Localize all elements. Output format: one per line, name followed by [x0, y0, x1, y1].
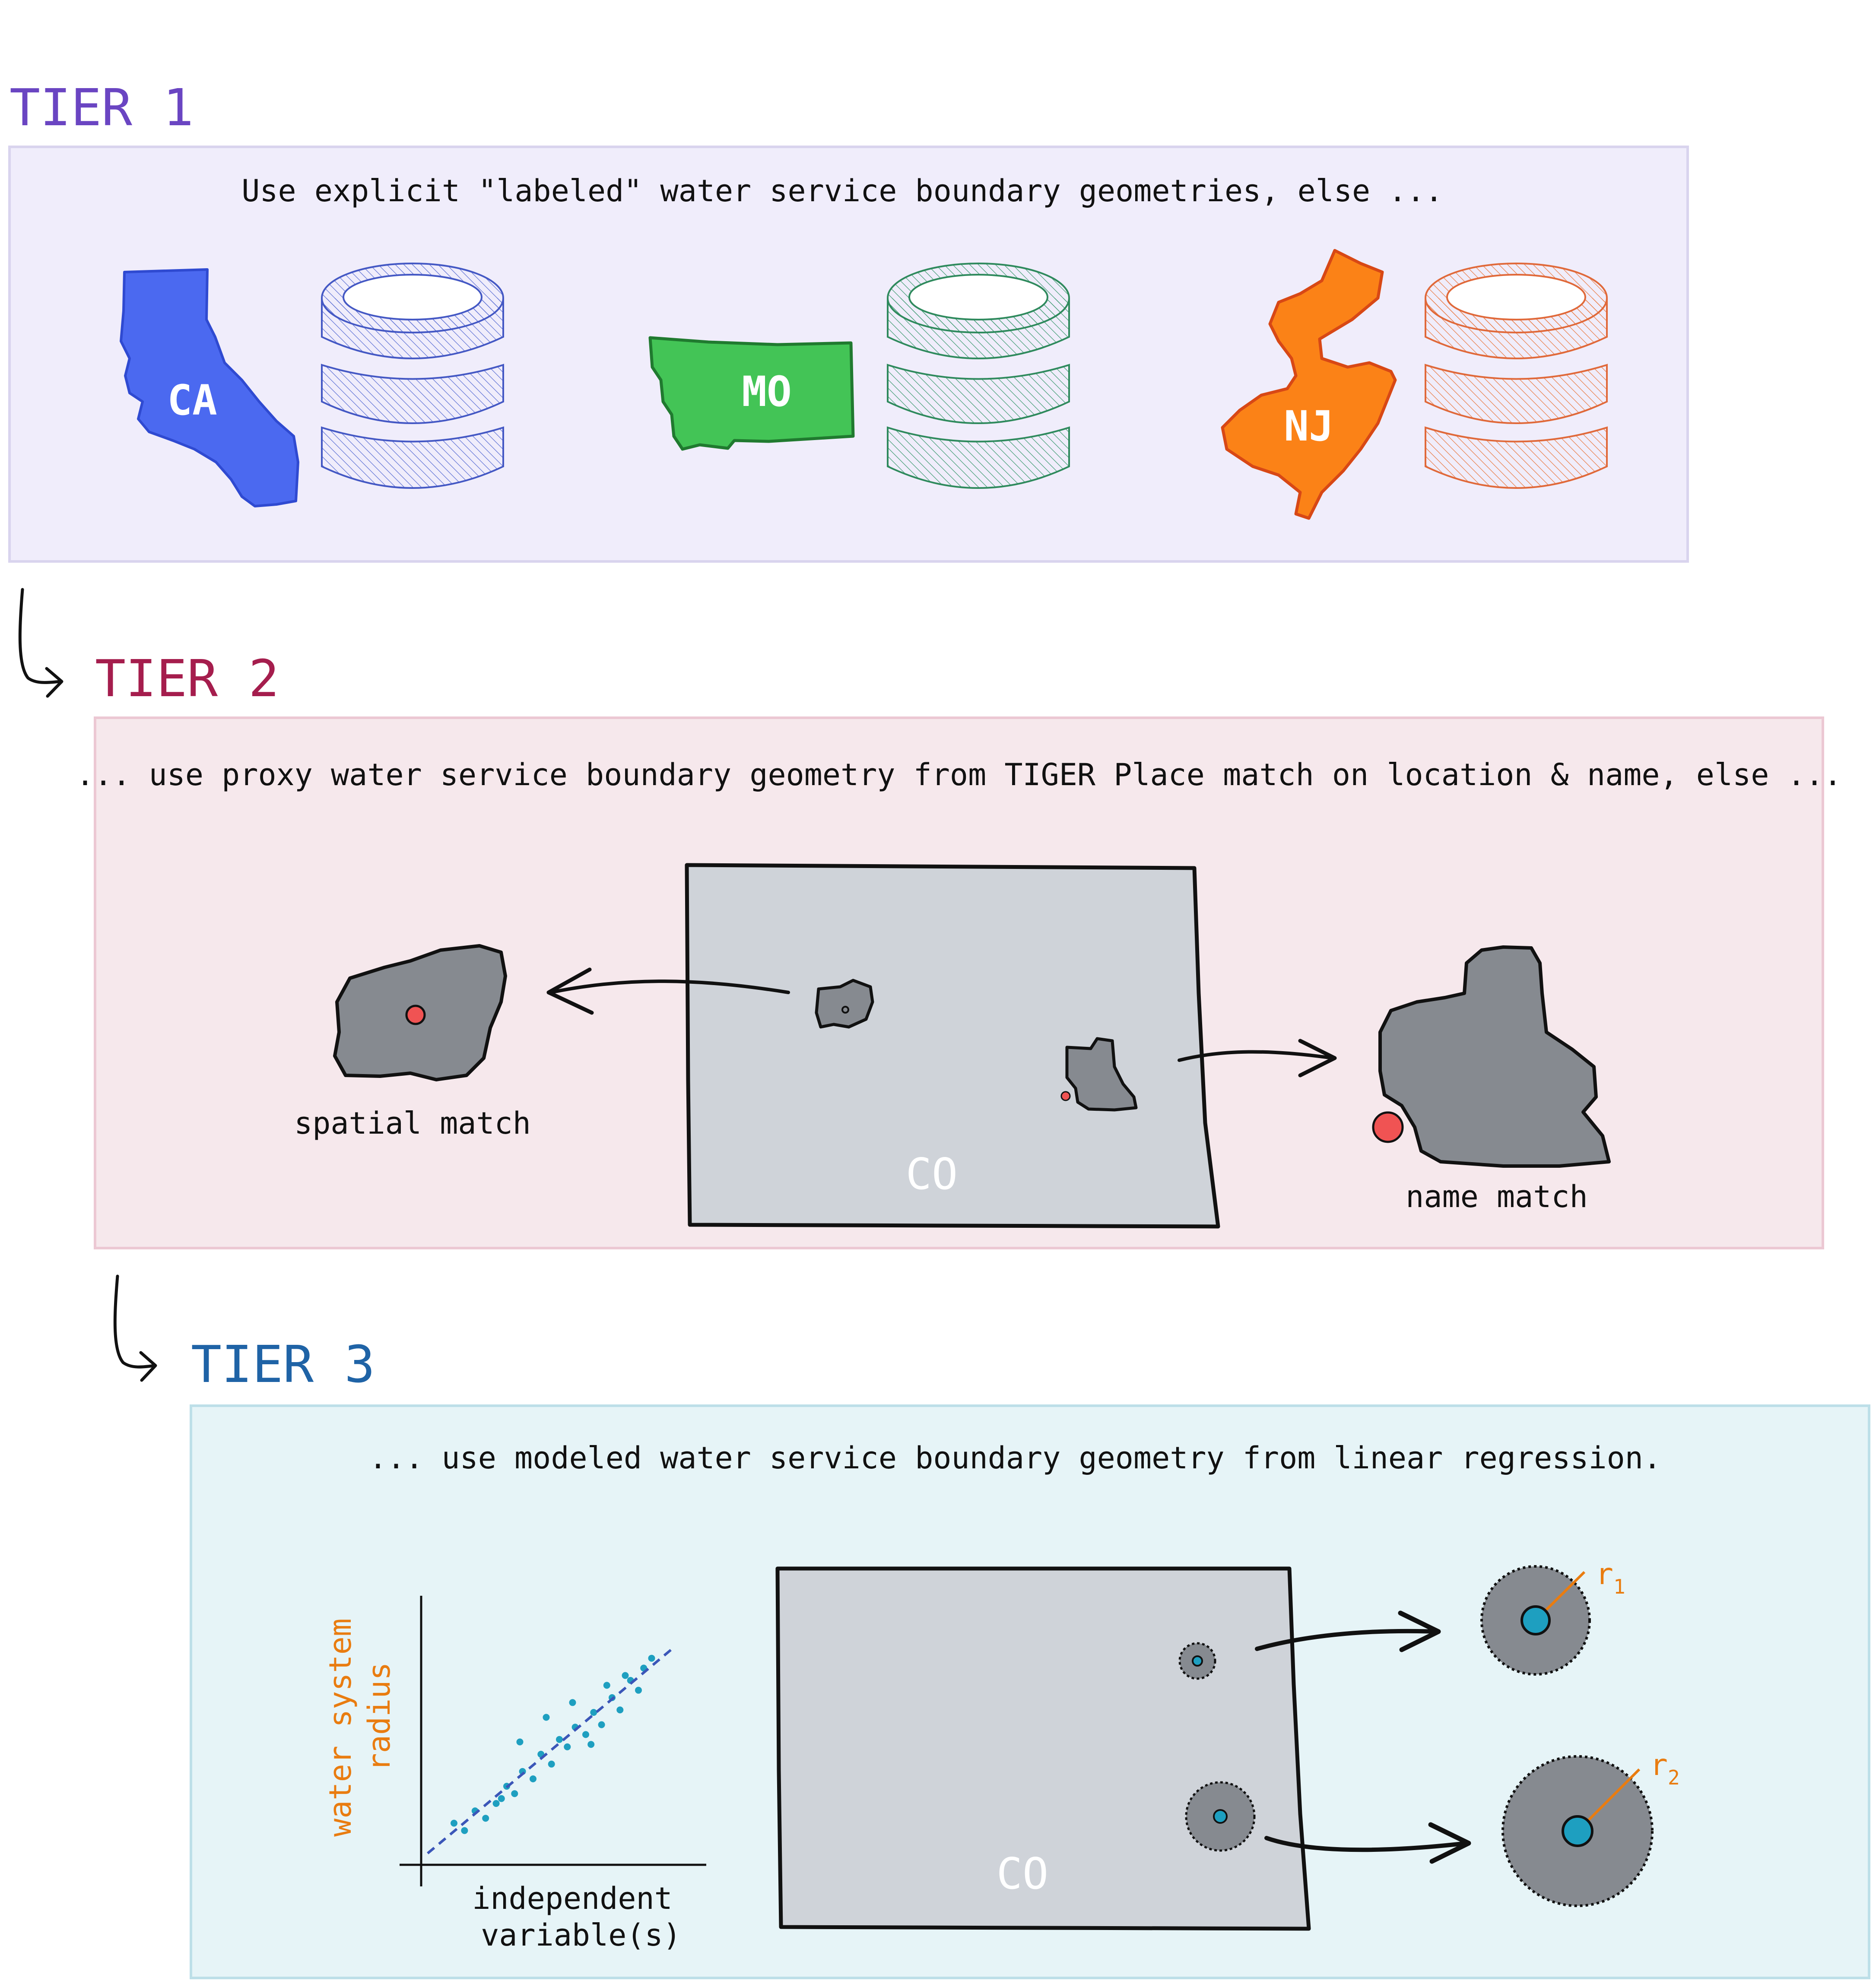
tier-1-to-2-arrowhead — [45, 667, 63, 698]
scatter-point — [530, 1775, 536, 1782]
tier-2-section: TIER 2 ... use proxy water service bound… — [76, 649, 1842, 1249]
tier-3-section: TIER 3 ... use modeled water service bou… — [190, 1334, 1870, 1979]
scatter-point — [543, 1714, 550, 1721]
mo-database-icon — [887, 263, 1070, 489]
montana-shape-icon — [648, 336, 855, 451]
tier-2-to-3-arrow — [113, 1274, 156, 1369]
spatial-match-arrowhead — [546, 967, 594, 1015]
tier-3-description: ... use modeled water service boundary g… — [369, 1440, 1661, 1476]
nj-database-icon — [1425, 263, 1608, 489]
spatial-source-point — [841, 1006, 849, 1014]
scatter-point — [635, 1686, 642, 1694]
scatter-point — [482, 1815, 489, 1822]
scatter-point — [622, 1672, 629, 1679]
tier-3-co-label: CO — [997, 1848, 1048, 1899]
tier-1-to-2-arrow — [18, 588, 62, 684]
scatter-point — [516, 1738, 524, 1746]
scatter-point — [564, 1743, 571, 1750]
ca-database-icon — [321, 263, 504, 489]
name-source-blob — [1065, 1037, 1138, 1112]
buffer-1-arrow — [1255, 1629, 1438, 1651]
y-axis-label-line1: water system — [323, 1618, 358, 1837]
tier-1-section: TIER 1 Use explicit "labeled" water serv… — [8, 78, 1689, 563]
x-axis-label-line1: independent — [472, 1881, 673, 1916]
buffer-2-arrow — [1264, 1836, 1469, 1852]
tier-2-title: TIER 2 — [95, 649, 279, 708]
mo-label: MO — [742, 368, 792, 416]
nj-label: NJ — [1284, 402, 1334, 450]
small-buffer-1-point — [1192, 1655, 1203, 1667]
tier-1-description: Use explicit "labeled" water service bou… — [241, 173, 1443, 209]
scatter-point — [590, 1709, 597, 1716]
name-match-point — [1372, 1111, 1404, 1143]
new-jersey-shape-icon — [1221, 249, 1397, 520]
nj-state: NJ — [1221, 249, 1397, 520]
scatter-point — [569, 1699, 576, 1706]
tier-2-to-3-arrowhead — [139, 1351, 157, 1382]
buffer-radius-1-point — [1520, 1605, 1551, 1635]
buffer-1-arrowhead — [1398, 1610, 1441, 1652]
co-state-shape-icon — [685, 863, 1220, 1229]
ca-state: CA — [120, 268, 299, 507]
spatial-match-point — [405, 1005, 426, 1025]
tier-3-co-state-shape-icon — [775, 1566, 1311, 1931]
california-shape-icon — [120, 268, 299, 507]
scatter-point — [461, 1827, 468, 1834]
scatter-point — [616, 1706, 624, 1714]
scatter-point — [492, 1800, 500, 1807]
scatter-point — [598, 1721, 605, 1728]
name-match-blob — [1378, 945, 1611, 1168]
scatter-point — [451, 1819, 457, 1827]
x-axis-label-line2: variable(s) — [481, 1917, 681, 1953]
small-buffer-2-point — [1213, 1809, 1228, 1824]
name-match-arrow — [1178, 1050, 1334, 1062]
scatter-point — [587, 1741, 595, 1748]
scatter-point — [511, 1790, 518, 1797]
spatial-source-blob — [815, 979, 874, 1029]
tier-2-description: ... use proxy water service boundary geo… — [76, 757, 1842, 792]
radius-1-label: r1 — [1596, 1557, 1625, 1598]
radius-2-label: r2 — [1650, 1748, 1680, 1789]
scatter-point — [603, 1682, 610, 1689]
name-match-arrowhead — [1298, 1039, 1337, 1078]
spatial-match-label: spatial match — [294, 1106, 531, 1141]
tier-2-co-label: CO — [906, 1149, 958, 1199]
buffer-radius-2-point — [1562, 1815, 1593, 1847]
mo-state: MO — [648, 336, 855, 451]
scatter-point — [556, 1736, 563, 1743]
regression-trend-line — [427, 1647, 674, 1854]
spatial-match-arrow — [549, 979, 790, 994]
name-match-label: name match — [1406, 1179, 1587, 1214]
name-source-point — [1060, 1091, 1071, 1101]
buffer-2-arrowhead — [1428, 1822, 1471, 1864]
y-axis-label-line2: radius — [362, 1662, 397, 1772]
ca-label: CA — [167, 376, 217, 425]
scatter-point — [648, 1654, 655, 1662]
scatter-point — [582, 1731, 589, 1738]
tier-1-title: TIER 1 — [10, 78, 194, 137]
regression-chart: water system radius independent variable… — [323, 1596, 706, 1953]
tier-3-title: TIER 3 — [191, 1334, 375, 1394]
scatter-point — [548, 1760, 555, 1768]
scatter-point — [498, 1795, 505, 1802]
